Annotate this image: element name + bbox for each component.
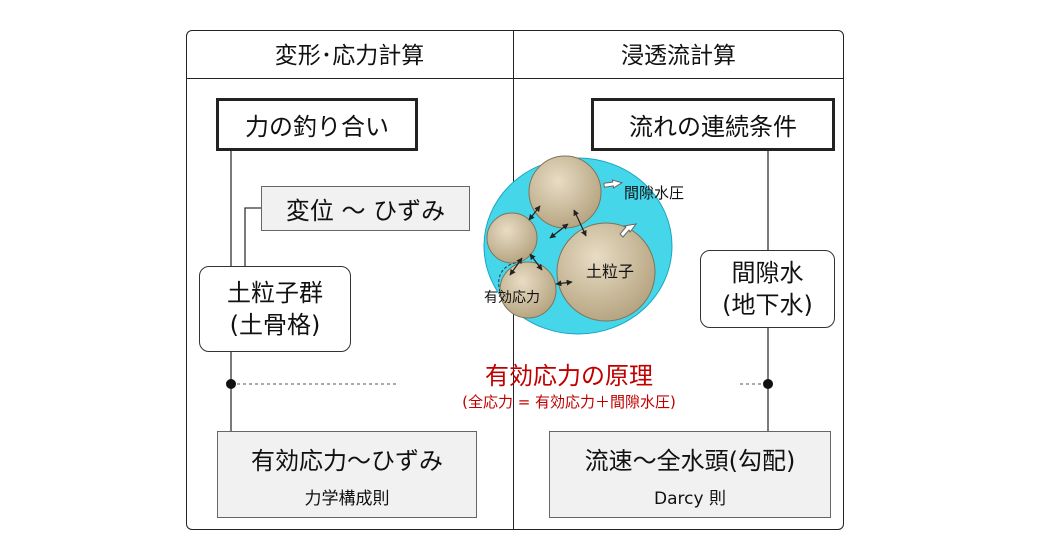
contact-force-arrow bbox=[573, 209, 587, 237]
contact-force-arrow bbox=[555, 279, 573, 287]
effective-stress-label: 有効応力 bbox=[484, 290, 540, 306]
pore-pressure-arrow-icon bbox=[619, 223, 638, 238]
header-divider bbox=[186, 78, 844, 79]
soil-skeleton-line2: (土骨格) bbox=[229, 311, 321, 339]
contact-force-arrow bbox=[509, 257, 523, 276]
disp-strain-box: 変位 ～ ひずみ bbox=[261, 186, 470, 231]
soil-particle-large bbox=[556, 222, 656, 322]
constitutive-law-title: 有効応力～ひずみ bbox=[251, 446, 443, 475]
constitutive-law-sub: 力学構成則 bbox=[304, 488, 390, 509]
principle-formula: (全応力 = 有効応力＋間隙水圧) bbox=[462, 393, 676, 411]
darcy-law-box: 流速～全水頭(勾配) Darcy 則 bbox=[549, 431, 831, 518]
header-seepage-flow: 浸透流計算 bbox=[621, 43, 736, 69]
disp-strain-label: 変位 ～ ひずみ bbox=[285, 197, 446, 225]
pore-pressure-label: 間隙水圧 bbox=[624, 184, 684, 202]
soil-particle-top bbox=[528, 155, 602, 229]
soil-skeleton-box: 土粒子群 (土骨格) bbox=[199, 266, 351, 352]
continuity-box: 流れの連続条件 bbox=[591, 98, 835, 151]
disp-connector bbox=[244, 207, 261, 266]
soil-particle-left bbox=[486, 212, 538, 264]
header-deformation-stress: 変形･応力計算 bbox=[274, 43, 425, 69]
soil-skeleton-line1: 土粒子群 bbox=[227, 278, 323, 307]
contact-force-arrow bbox=[528, 205, 541, 221]
pore-water-box: 間隙水 (地下水) bbox=[700, 250, 835, 328]
diagram-frame bbox=[186, 30, 844, 530]
contact-force-arrow bbox=[549, 223, 569, 239]
equilibrium-label: 力の釣り合い bbox=[245, 113, 389, 141]
darcy-law-sub: Darcy 則 bbox=[654, 488, 726, 509]
effective-stress-leader bbox=[498, 261, 523, 293]
principle-dot-right bbox=[763, 379, 773, 389]
pore-water-line1: 間隙水 bbox=[731, 258, 804, 287]
equilibrium-box: 力の釣り合い bbox=[216, 98, 418, 151]
soil-particle-label: 土粒子 bbox=[586, 262, 634, 281]
darcy-law-title: 流速～全水頭(勾配) bbox=[584, 446, 796, 475]
constitutive-law-box: 有効応力～ひずみ 力学構成則 bbox=[217, 431, 477, 518]
contact-force-arrow bbox=[529, 253, 543, 271]
soil-particle-illustration: 間隙水圧 土粒子 有効応力 bbox=[483, 155, 684, 335]
continuity-label: 流れの連続条件 bbox=[629, 113, 797, 141]
pore-water-line2: (地下水) bbox=[722, 291, 813, 319]
principle-dot-left bbox=[226, 379, 236, 389]
principle-title: 有効応力の原理 bbox=[485, 362, 653, 390]
pore-pressure-arrow-icon bbox=[603, 179, 624, 189]
